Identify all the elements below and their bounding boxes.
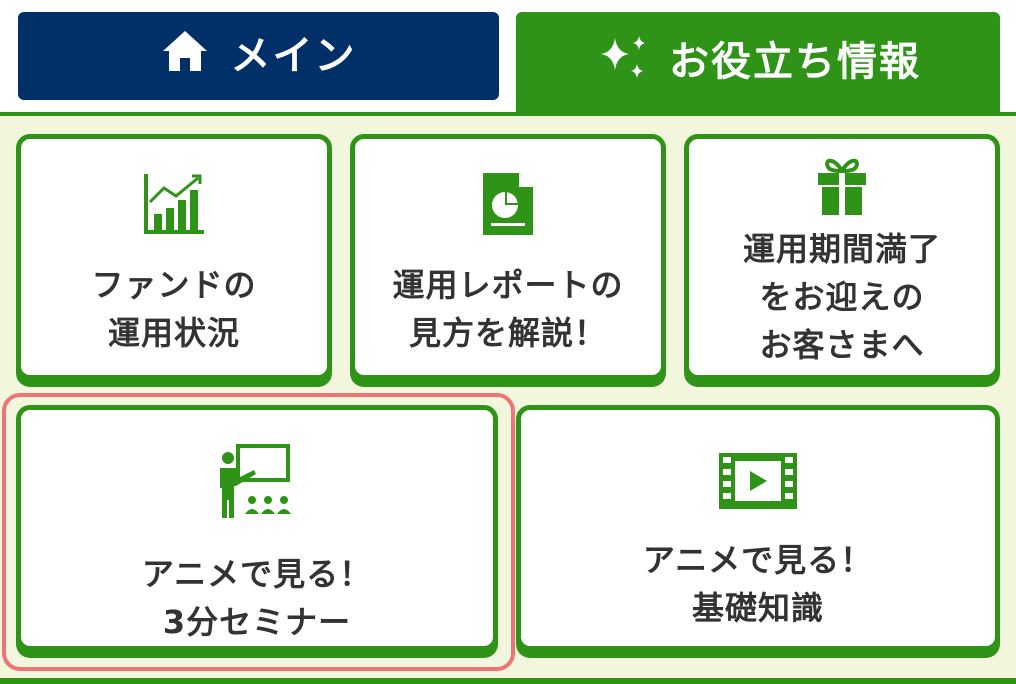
- card-report-guide[interactable]: 運用レポートの 見方を解説！: [350, 134, 666, 380]
- tab-main-label: メイン: [230, 33, 357, 79]
- card-report-line1: 運用レポートの: [392, 266, 624, 304]
- seminar-icon: [216, 444, 298, 520]
- card-maturity-line1: 運用期間満了: [742, 230, 941, 268]
- card-fund-line2: 運用状況: [107, 314, 240, 352]
- card-basics-line1: アニメで見る！: [642, 541, 874, 579]
- card-basics-line2: 基礎知識: [691, 589, 824, 627]
- card-basics[interactable]: アニメで見る！ 基礎知識: [516, 405, 1000, 651]
- card-report-line2: 見方を解説！: [408, 314, 607, 352]
- card-maturity-line3: お客さまへ: [759, 326, 925, 364]
- chart-icon: [142, 169, 206, 239]
- gift-icon: [816, 155, 868, 217]
- card-maturity-line2: をお迎えの: [759, 278, 925, 316]
- tab-bar: メイン お役立ち情報: [0, 0, 1016, 112]
- card-seminar[interactable]: アニメで見る！ 3分セミナー: [16, 405, 498, 651]
- tab-main[interactable]: メイン: [18, 12, 499, 100]
- selection-highlight: [2, 393, 515, 671]
- tab-info-label: お役立ち情報: [669, 39, 921, 85]
- video-icon: [717, 446, 799, 516]
- report-icon: [481, 169, 535, 239]
- card-fund-line1: ファンドの: [91, 266, 257, 304]
- card-seminar-line2: 3分セミナー: [162, 603, 352, 641]
- card-maturity[interactable]: 運用期間満了 をお迎えの お客さまへ: [684, 134, 1000, 380]
- tab-info[interactable]: お役立ち情報: [516, 12, 1000, 112]
- panel-bottom-bar: [0, 678, 1016, 684]
- card-fund-status[interactable]: ファンドの 運用状況: [16, 134, 332, 380]
- sparkle-icon: [595, 32, 651, 92]
- home-icon: [161, 29, 209, 83]
- card-seminar-line1: アニメで見る！: [141, 555, 373, 593]
